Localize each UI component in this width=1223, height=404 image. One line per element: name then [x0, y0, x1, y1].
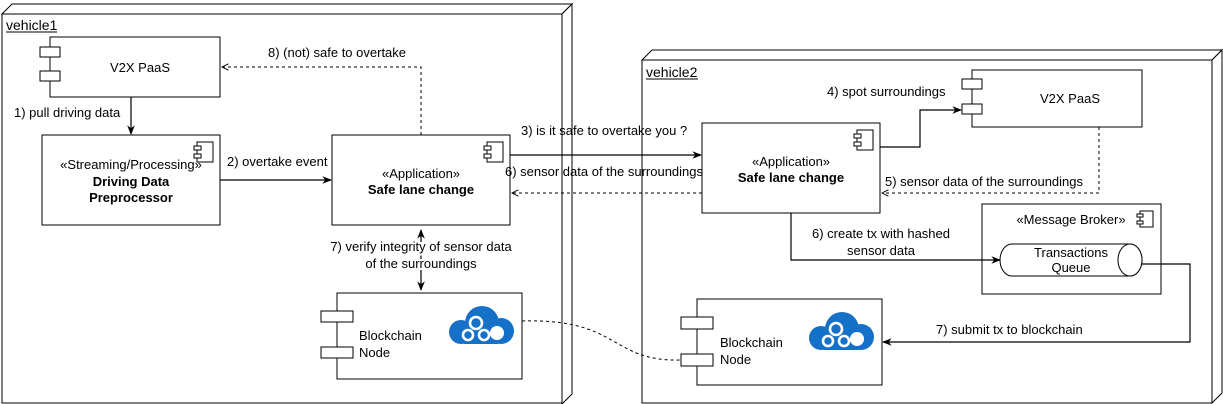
- edge-label-6b-line2: sensor data: [847, 243, 916, 258]
- preprocessor-name-line1: Driving Data: [93, 174, 170, 189]
- blockchain-cloud-icon: [809, 312, 874, 350]
- message-broker-component[interactable]: «Message Broker» Transactions Queue: [981, 203, 1162, 295]
- edge-pull-driving-data: 1) pull driving data: [14, 97, 135, 135]
- v2x-paas-component-vehicle2[interactable]: V2X PaaS: [961, 69, 1143, 128]
- component-port-icon: [39, 70, 61, 82]
- blockchain-peer-link: [521, 320, 682, 361]
- edge-create-tx: 6) create tx with hashed sensor data: [790, 213, 1001, 264]
- queue-label-line2: Queue: [1051, 260, 1090, 275]
- component-port-icon: [320, 310, 354, 323]
- component-port-icon: [961, 78, 983, 90]
- blockchain-node-vehicle1[interactable]: Blockchain Node: [320, 292, 523, 380]
- v2x-paas-component-vehicle1[interactable]: V2X PaaS: [39, 36, 221, 98]
- blockchain1-line2: Node: [359, 345, 390, 360]
- uml-component-icon: [853, 129, 874, 151]
- edge-label-4: 4) spot surroundings: [827, 84, 946, 99]
- edge-verify-integrity: 7) verify integrity of sensor data of th…: [328, 229, 514, 291]
- v2x-paas-label: V2X PaaS: [1040, 91, 1100, 106]
- queue-label-line1: Transactions: [1034, 245, 1108, 260]
- edge-label-1: 1) pull driving data: [14, 105, 121, 120]
- broker-stereotype: «Message Broker»: [1016, 212, 1125, 227]
- edge-label-6a: 6) sensor data of the surroundings: [505, 164, 704, 179]
- transactions-queue[interactable]: Transactions Queue: [999, 243, 1143, 277]
- component-port-icon: [961, 103, 983, 115]
- vehicle2-label: vehicle2: [646, 64, 698, 80]
- safe-lane-change-app-vehicle1[interactable]: «Application» Safe lane change: [331, 134, 511, 226]
- blockchain2-line2: Node: [720, 352, 751, 367]
- edge-sensor-data-to-vehicle2: 5) sensor data of the surroundings: [882, 127, 1100, 193]
- component-port-icon: [680, 316, 714, 330]
- driving-data-preprocessor-component[interactable]: «Streaming/Processing» Driving Data Prep…: [41, 134, 221, 226]
- edge-label-5: 5) sensor data of the surroundings: [885, 174, 1084, 189]
- component-port-icon: [39, 46, 61, 58]
- edge-label-7b-line1: 7) verify integrity of sensor data: [330, 239, 512, 254]
- blockchain-node-vehicle2[interactable]: Blockchain Node: [680, 298, 883, 386]
- preprocessor-stereotype: «Streaming/Processing»: [60, 157, 202, 172]
- edge-label-7b-line2: of the surroundings: [365, 256, 477, 271]
- app2-stereotype: «Application»: [752, 154, 830, 169]
- blockchain-cloud-icon: [449, 306, 514, 344]
- app1-name: Safe lane change: [368, 182, 474, 197]
- edge-label-2: 2) overtake event: [227, 154, 328, 169]
- edge-submit-tx: 7) submit tx to blockchain: [882, 263, 1191, 346]
- edge-overtake-event: 2) overtake event: [220, 154, 332, 184]
- uml-component-icon: [483, 141, 504, 163]
- edge-sensor-data-to-vehicle1: 6) sensor data of the surroundings: [505, 164, 704, 193]
- uml-component-icon: [193, 141, 214, 163]
- blockchain1-line1: Blockchain: [359, 328, 422, 343]
- edge-label-8: 8) (not) safe to overtake: [268, 45, 406, 60]
- preprocessor-name-line2: Preprocessor: [89, 190, 173, 205]
- edge-spot-surroundings: 4) spot surroundings: [827, 84, 962, 148]
- edge-not-safe-to-overtake: 8) (not) safe to overtake: [222, 45, 422, 135]
- v2x-paas-label: V2X PaaS: [110, 60, 170, 75]
- app1-stereotype: «Application»: [382, 166, 460, 181]
- edge-label-6b-line1: 6) create tx with hashed: [812, 226, 950, 241]
- component-port-icon: [320, 346, 354, 359]
- blockchain2-line1: Blockchain: [720, 335, 783, 350]
- edge-label-3: 3) is it safe to overtake you ?: [521, 123, 687, 138]
- uml-component-icon: [1136, 210, 1154, 228]
- edge-label-7a: 7) submit tx to blockchain: [936, 322, 1083, 337]
- component-port-icon: [680, 353, 714, 367]
- app2-name: Safe lane change: [738, 170, 844, 185]
- vehicle1-label: vehicle1: [6, 17, 58, 33]
- edge-is-it-safe: 3) is it safe to overtake you ?: [510, 123, 702, 159]
- safe-lane-change-app-vehicle2[interactable]: «Application» Safe lane change: [701, 122, 881, 214]
